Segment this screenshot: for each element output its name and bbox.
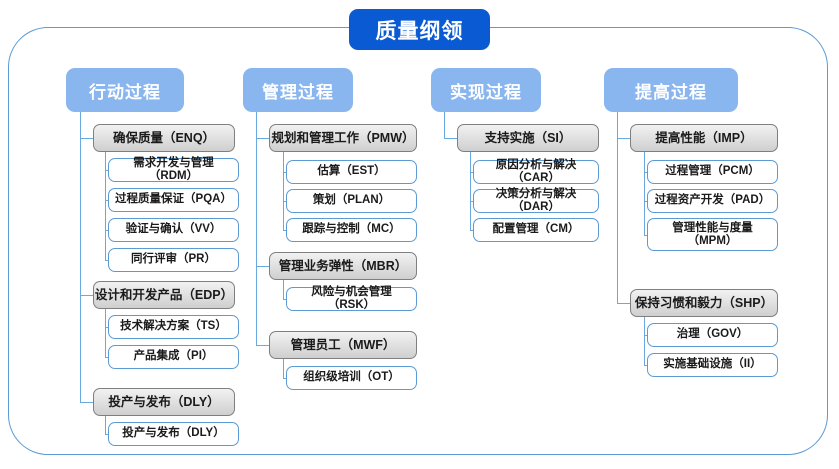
connector-elbow [256, 266, 270, 268]
leaf-node-car[interactable]: 原因分析与解决（CAR） [473, 159, 599, 184]
leaf-node-ii[interactable]: 实施基础设施（II） [647, 353, 778, 377]
connector-elbow [256, 138, 270, 140]
group-node-shp[interactable]: 保持习惯和毅力（SHP） [630, 289, 778, 317]
connector-trunk-2 [256, 112, 258, 345]
root-title-node[interactable]: 质量纲领 [349, 9, 490, 50]
leaf-node-dly-child[interactable]: 投产与发布（DLY） [108, 422, 239, 446]
group-node-edp[interactable]: 设计和开发产品（EDP） [93, 281, 235, 309]
connector-trunk-4 [617, 112, 619, 303]
leaf-node-est[interactable]: 估算（EST） [286, 160, 417, 184]
leaf-node-plan[interactable]: 策划（PLAN） [286, 189, 417, 213]
leaf-node-vv[interactable]: 验证与确认（VV） [108, 218, 239, 242]
column-header-3[interactable]: 实现过程 [431, 68, 541, 112]
column-header-2[interactable]: 管理过程 [243, 68, 353, 112]
connector-elbow [256, 345, 270, 347]
connector-elbow [80, 402, 94, 404]
connector-elbow [444, 138, 458, 140]
leaf-node-ts[interactable]: 技术解决方案（TS） [108, 315, 239, 339]
leaf-node-gov[interactable]: 治理（GOV） [647, 323, 778, 347]
leaf-node-pr[interactable]: 同行评审（PR） [108, 248, 239, 272]
leaf-node-rsk[interactable]: 风险与机会管理（RSK） [286, 286, 417, 311]
leaf-node-pad[interactable]: 过程资产开发（PAD） [647, 189, 778, 213]
connector-trunk-3 [444, 112, 446, 138]
group-node-enq[interactable]: 确保质量（ENQ） [93, 124, 235, 152]
connector-subtrunk [283, 280, 285, 299]
leaf-node-mpm[interactable]: 管理性能与度量 （MPM） [647, 218, 778, 251]
connector-elbow [617, 138, 631, 140]
connector-subtrunk [644, 317, 646, 365]
group-node-mbr[interactable]: 管理业务弹性（MBR） [269, 252, 417, 280]
group-node-imp[interactable]: 提高性能（IMP） [630, 124, 778, 152]
leaf-node-pi[interactable]: 产品集成（PI） [108, 345, 239, 369]
leaf-node-mc[interactable]: 跟踪与控制（MC） [286, 218, 417, 242]
connector-trunk-1 [80, 112, 82, 402]
leaf-node-pqa[interactable]: 过程质量保证（PQA） [108, 188, 239, 212]
leaf-node-pcm[interactable]: 过程管理（PCM） [647, 160, 778, 184]
leaf-node-cm[interactable]: 配置管理（CM） [473, 218, 599, 242]
group-node-si[interactable]: 支持实施（SI） [457, 124, 599, 152]
leaf-node-ot[interactable]: 组织级培训（OT） [286, 366, 417, 390]
group-node-dly[interactable]: 投产与发布（DLY） [93, 388, 235, 416]
connector-subtrunk [105, 309, 107, 357]
column-header-4[interactable]: 提高过程 [604, 68, 738, 112]
column-header-1[interactable]: 行动过程 [66, 68, 184, 112]
connector-subtrunk [470, 152, 472, 230]
connector-elbow [80, 138, 94, 140]
connector-elbow [617, 303, 631, 305]
connector-subtrunk [644, 152, 646, 235]
group-node-mwf[interactable]: 管理员工（MWF） [269, 331, 417, 359]
group-node-pmw[interactable]: 规划和管理工作（PMW） [269, 124, 417, 152]
connector-elbow [80, 295, 94, 297]
leaf-node-rdm[interactable]: 需求开发与管理（RDM） [108, 157, 239, 182]
connector-subtrunk [283, 359, 285, 378]
connector-subtrunk [105, 416, 107, 434]
connector-subtrunk [105, 152, 107, 260]
connector-subtrunk [283, 152, 285, 230]
leaf-node-dar[interactable]: 决策分析与解决（DAR） [473, 188, 599, 213]
